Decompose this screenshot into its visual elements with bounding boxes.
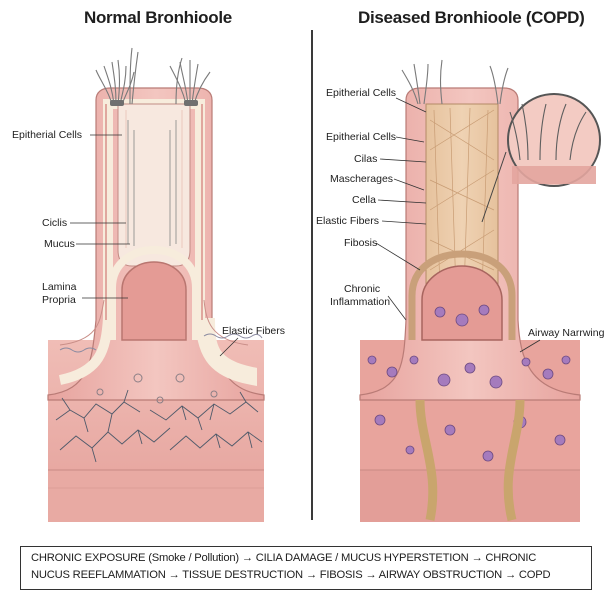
label-diseased-cells: Cella xyxy=(352,194,376,206)
label-normal-lamina-2: Propria xyxy=(42,294,76,306)
caption-line-1: CHRONIC EXPOSURE (Smoke / Pollution) → C… xyxy=(31,550,581,567)
label-diseased-inflammation-1: Chronic xyxy=(344,283,380,295)
normal-lamina-propria xyxy=(122,262,186,340)
label-normal-cilia: Ciclis xyxy=(42,217,67,229)
label-diseased-fibrosis: Fibosis xyxy=(344,237,377,249)
caption-line-2: NUCUS REEFLAMMATION → TISSUE DESTRUCTION… xyxy=(31,567,581,584)
label-normal-epithelial: Epitherial Cells xyxy=(12,129,82,141)
label-normal-lamina-1: Lamina xyxy=(42,281,77,293)
bronchiole-diagram: Epitherial Cells Ciclis Mucus Lamina Pro… xyxy=(0,0,612,540)
label-diseased-cilia: Cilas xyxy=(354,153,377,165)
label-normal-mucus: Mucus xyxy=(44,238,75,250)
label-diseased-epithelial-2: Epitherial Cells xyxy=(326,131,396,143)
label-diseased-macrophages: Mascherages xyxy=(330,173,393,185)
normal-bronchiole xyxy=(48,48,264,522)
diseased-inflamed-mucosa xyxy=(422,266,502,340)
label-diseased-inflammation-2: Inflammation xyxy=(330,296,390,308)
pathway-caption: CHRONIC EXPOSURE (Smoke / Pollution) → C… xyxy=(20,546,592,590)
normal-muscle-layer xyxy=(48,470,264,522)
label-diseased-elastic: Elastic Fibers xyxy=(316,215,379,227)
diseased-bronchiole xyxy=(360,60,600,522)
label-diseased-epithelial-1: Epitherial Cells xyxy=(326,87,396,99)
label-diseased-narrowing: Airway Narrwing xyxy=(528,327,605,339)
label-normal-elastic: Elastic Fibers xyxy=(222,325,285,337)
